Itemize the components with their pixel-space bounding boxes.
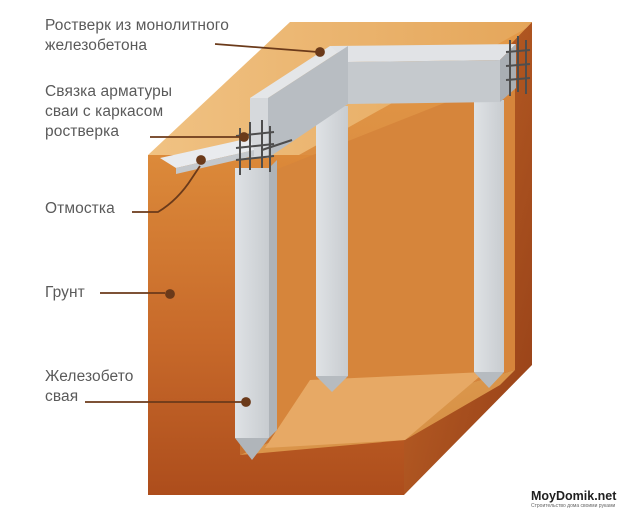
label-blind-area: Отмостка (45, 200, 115, 217)
label-concrete-pile: Железобето свая (45, 368, 134, 405)
leader-rostverk (214, 43, 319, 53)
grillage-long-beam-front (250, 98, 268, 158)
brand-watermark: MoyDomik.net Строительство дома своими р… (531, 489, 623, 509)
pile-front (235, 160, 277, 460)
pile-back-right (474, 100, 504, 388)
grillage-cross-beam-top (330, 44, 516, 62)
brand-name: MoyDomik.net (531, 489, 617, 503)
rebar-cage-rear (505, 36, 531, 96)
grillage-cross-beam-side (500, 44, 516, 102)
leader-otmostka (132, 165, 201, 213)
label-soil: Грунт (45, 284, 85, 301)
label-rebar-connection: Связка арматуры сваи с каркасом ростверк… (45, 83, 173, 140)
blind-area-edge (176, 150, 254, 174)
grillage-cross-beam-front (348, 60, 500, 104)
excavation-floor-lit (265, 372, 485, 448)
grillage-long-beam-top (250, 46, 348, 98)
blind-area (160, 138, 254, 168)
label-grillage: Ростверк из монолитного железобетона (45, 17, 229, 54)
grillage-long-beam-side (268, 46, 348, 158)
pile-back-left (316, 106, 348, 392)
brand-tagline: Строительство дома своими руками (531, 503, 616, 509)
